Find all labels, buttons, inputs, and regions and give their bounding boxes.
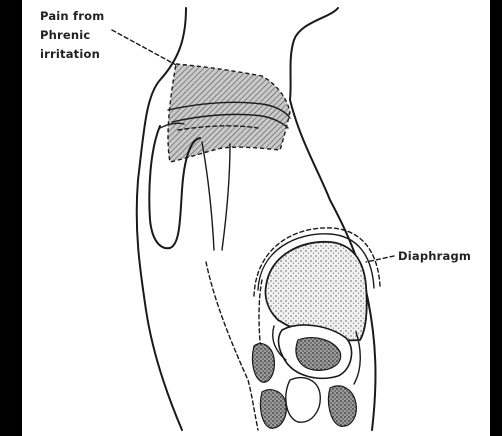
pain-label-line1: Pain from <box>40 9 104 23</box>
pain-label-line3: irritation <box>40 47 100 61</box>
organ-center-lower <box>286 378 320 423</box>
organ-left-lower <box>260 390 286 429</box>
diaphragm-label: Diaphragm <box>398 249 471 263</box>
pain-label-line2: Phrenic <box>40 28 90 42</box>
